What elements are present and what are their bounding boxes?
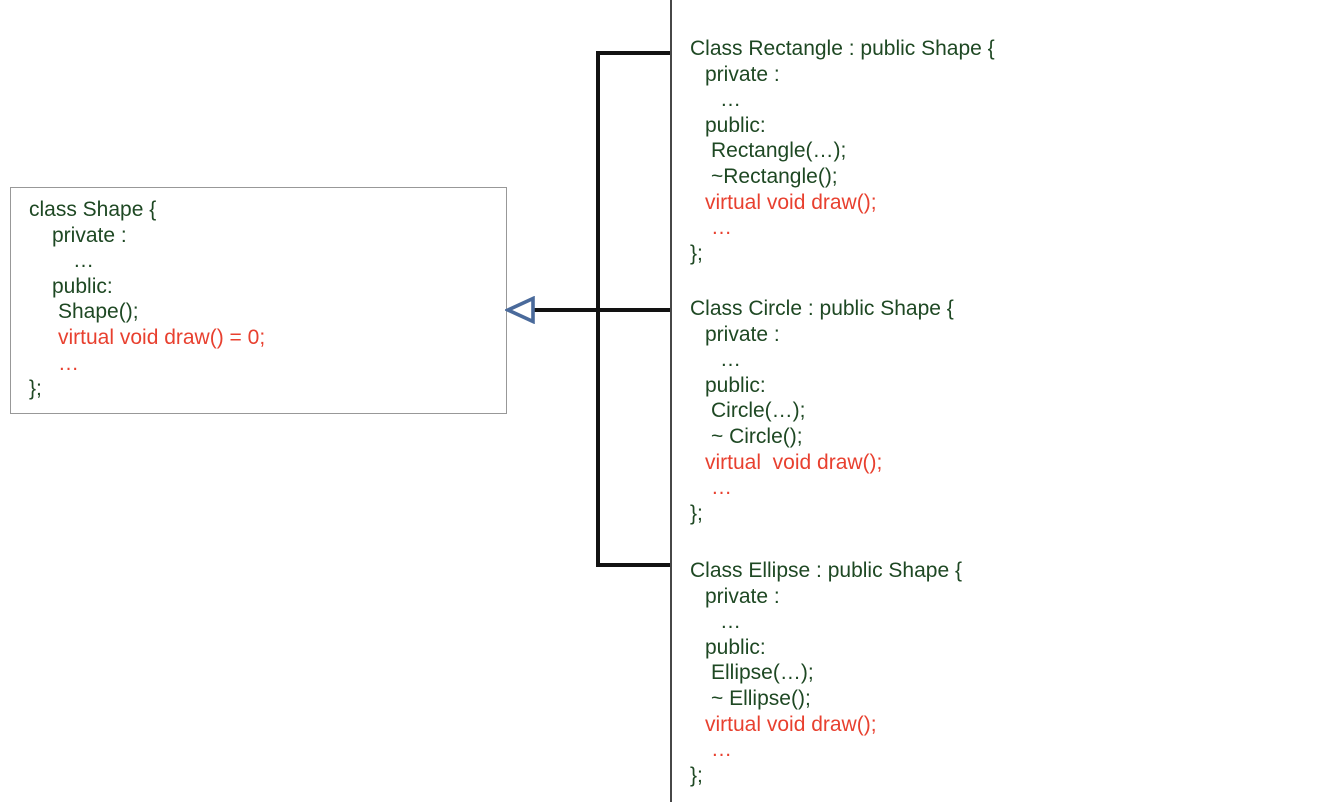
code-line: private : — [705, 322, 780, 346]
code-line: public: — [705, 635, 766, 659]
rectangle-class-block: Class Rectangle : public Shape { private… — [690, 36, 1310, 266]
code-line: … — [720, 610, 741, 634]
code-line: }; — [690, 501, 703, 525]
circle-class-block: Class Circle : public Shape { private : … — [690, 296, 1310, 526]
code-line: private : — [705, 584, 780, 608]
code-line: private : — [705, 62, 780, 86]
code-line: … — [711, 216, 732, 240]
code-line: Rectangle(…); — [711, 139, 847, 163]
code-line: virtual void draw() = 0; — [58, 325, 266, 349]
code-line: class Shape { — [29, 198, 157, 221]
code-line: Class Ellipse : public Shape { — [690, 559, 962, 582]
code-line: ~ Ellipse(); — [711, 686, 811, 710]
connector-branch-ellipse — [596, 563, 670, 567]
code-line: private : — [52, 223, 127, 247]
code-line: Shape(); — [58, 300, 139, 324]
code-line: public: — [705, 113, 766, 137]
code-line: … — [73, 249, 94, 273]
connector-branch-circle — [532, 308, 670, 312]
code-line: Circle(…); — [711, 399, 806, 423]
shape-class-box: class Shape { private : … public: Shape(… — [10, 187, 507, 414]
code-line: }; — [690, 763, 703, 787]
code-line: … — [720, 88, 741, 112]
code-line: virtual void draw(); — [705, 190, 877, 214]
code-line: virtual void draw(); — [705, 712, 877, 736]
code-line: … — [711, 738, 732, 762]
code-line: … — [711, 476, 732, 500]
code-line: Class Rectangle : public Shape { — [690, 37, 995, 60]
code-line: ~Rectangle(); — [711, 164, 838, 188]
code-line: public: — [705, 373, 766, 397]
code-line: Class Circle : public Shape { — [690, 297, 954, 320]
page-divider-line — [670, 0, 672, 802]
code-line: ~ Circle(); — [711, 424, 803, 448]
inheritance-arrow-icon — [505, 296, 535, 324]
code-line: … — [720, 348, 741, 372]
code-line: … — [58, 351, 79, 375]
code-line: }; — [690, 241, 703, 265]
code-line: public: — [52, 274, 113, 298]
connector-branch-rectangle — [596, 51, 670, 55]
code-line: }; — [29, 377, 42, 401]
code-line: virtual void draw(); — [705, 450, 883, 474]
code-line: Ellipse(…); — [711, 661, 814, 685]
ellipse-class-block: Class Ellipse : public Shape { private :… — [690, 558, 1310, 788]
